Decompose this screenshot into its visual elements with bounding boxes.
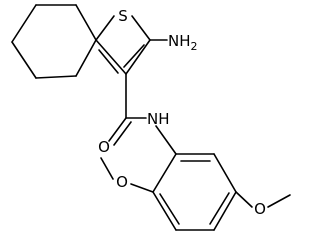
bond-c7a-s: [95, 15, 115, 41]
amide-n-label: N: [147, 110, 158, 128]
bond-c3-c3a-double: [98, 49, 119, 74]
carboxamide-group: [108, 73, 177, 155]
bond-s-c2: [131, 15, 151, 41]
chemical-structure-diagram: S NH2 O NH O O: [11, 4, 291, 231]
dimethoxyphenyl-ring: [152, 153, 237, 231]
bond-c2-c3-double: [123, 44, 145, 68]
bond-c7-c6: [11, 4, 37, 43]
bond-c2-c3: [125, 39, 151, 75]
bond-c5-c4: [35, 75, 77, 79]
bond-c1-c2aryl: [152, 153, 177, 193]
bond-c6-c5: [11, 41, 37, 79]
bond-carbonyl-o-double: [113, 121, 132, 146]
amide-label: NH: [147, 110, 170, 128]
bond-o2-methyl: [267, 194, 291, 208]
methoxy-groups: [100, 157, 291, 208]
methoxy-oxygen-2-label: O: [254, 200, 266, 218]
sulfur-label: S: [118, 7, 128, 25]
cyclohexene-ring: [11, 4, 97, 79]
amino-label: NH2: [168, 32, 198, 53]
bond-aryl-o2: [235, 191, 253, 208]
bond-c4-c3a: [75, 39, 97, 77]
bond-aryl-o1: [130, 183, 154, 193]
bond-c3a-c7a: [75, 4, 97, 41]
amino-subscript: 2: [191, 40, 198, 53]
bond-c4aryl-c5aryl: [213, 191, 237, 231]
bond-c2aryl-c3aryl-double: [159, 193, 180, 225]
methoxy-oxygen-1-label: O: [116, 173, 128, 191]
carbonyl-oxygen-label: O: [98, 138, 110, 156]
bond-c3-c3a: [95, 39, 127, 75]
bond-o1-methyl: [100, 157, 114, 180]
bond-c2aryl-c3aryl: [152, 191, 177, 231]
bond-n-aryl: [155, 125, 177, 155]
amide-h-label: H: [158, 110, 169, 128]
bond-carbonyl-o: [108, 117, 127, 142]
bond-c4aryl-c5aryl-double: [209, 192, 230, 225]
thiophene-ring: [95, 15, 151, 75]
amino-n-label: NH: [168, 32, 191, 50]
bond-c5aryl-c6aryl: [213, 153, 237, 193]
